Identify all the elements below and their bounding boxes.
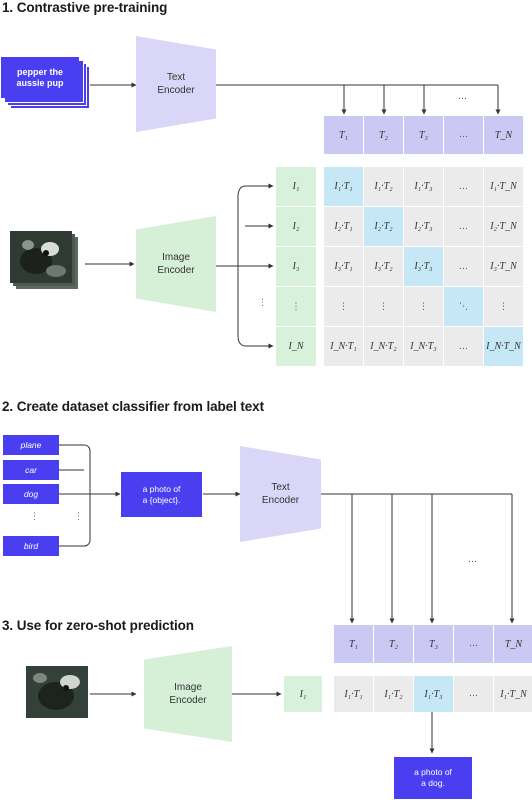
image-token-0: I₁ xyxy=(276,167,316,206)
matrix-cell-1-2: I₂·T₃ xyxy=(404,207,443,246)
text-token-1: T₂ xyxy=(364,116,403,154)
matrix-cell-3-1: ⋮ xyxy=(364,287,403,326)
matrix-cell-0-1: I₁·T₂ xyxy=(364,167,403,206)
zs-text-token-4: T_N xyxy=(494,625,532,663)
text-token-4: T_N xyxy=(484,116,523,154)
matrix-cell-1-3: … xyxy=(444,207,483,246)
matrix-cell-2-1: I₃·T₂ xyxy=(364,247,403,286)
zs-score-2: I₁·T₃ xyxy=(414,676,453,712)
matrix-cell-2-3: … xyxy=(444,247,483,286)
zs-text-token-0: T₁ xyxy=(334,625,373,663)
labels-vdots-1: ⋮ xyxy=(30,512,39,522)
matrix-cell-3-3: ⋱ xyxy=(444,287,483,326)
prompt-template: a photo of a {object}. xyxy=(121,472,202,517)
image-token-i1: I₁ xyxy=(284,676,322,712)
image-token-3: ⋮ xyxy=(276,287,316,326)
section-1-title: 1. Contrastive pre-training xyxy=(2,0,168,15)
matrix-cell-0-2: I₁·T₃ xyxy=(404,167,443,206)
image-token-4: I_N xyxy=(276,327,316,366)
matrix-cell-0-0: I₁·T₁ xyxy=(324,167,363,206)
image-token-1: I₂ xyxy=(276,207,316,246)
vdots-side: ⋮ xyxy=(258,298,267,308)
matrix-cell-4-3: … xyxy=(444,327,483,366)
prediction-caption: a photo of a dog. xyxy=(394,757,472,799)
zs-text-token-1: T₂ xyxy=(374,625,413,663)
ellipsis-section-2: … xyxy=(468,555,477,565)
matrix-cell-4-4: I_N·T_N xyxy=(484,327,523,366)
section-2-title: 2. Create dataset classifier from label … xyxy=(2,399,264,414)
image-token-2: I₃ xyxy=(276,247,316,286)
matrix-cell-1-4: I₂·T_N xyxy=(484,207,523,246)
matrix-cell-0-4: I₁·T_N xyxy=(484,167,523,206)
zs-score-1: I₁·T₂ xyxy=(374,676,413,712)
matrix-cell-3-0: ⋮ xyxy=(324,287,363,326)
text-encoder: Text Encoder xyxy=(136,36,216,132)
matrix-cell-1-0: I₂·T₁ xyxy=(324,207,363,246)
text-token-0: T₁ xyxy=(324,116,363,154)
matrix-cell-1-1: I₂·T₂ xyxy=(364,207,403,246)
matrix-cell-3-2: ⋮ xyxy=(404,287,443,326)
label-bird: bird xyxy=(3,536,59,556)
image-encoder-2: Image Encoder xyxy=(144,646,232,742)
matrix-cell-2-4: I₃·T_N xyxy=(484,247,523,286)
query-image xyxy=(26,666,88,718)
input-caption: pepper the aussie pup xyxy=(1,57,79,98)
text-token-3: … xyxy=(444,116,483,154)
matrix-cell-4-1: I_N·T₂ xyxy=(364,327,403,366)
labels-vdots-2: ⋮ xyxy=(74,512,83,522)
zs-score-4: I₁·T_N xyxy=(494,676,532,712)
matrix-cell-0-3: … xyxy=(444,167,483,206)
zs-score-3: … xyxy=(454,676,493,712)
zs-score-0: I₁·T₁ xyxy=(334,676,373,712)
image-encoder: Image Encoder xyxy=(136,216,216,312)
label-plane: plane xyxy=(3,435,59,455)
label-dog: dog xyxy=(3,484,59,504)
label-car: car xyxy=(3,460,59,480)
text-token-2: T₃ xyxy=(404,116,443,154)
dog-photo xyxy=(10,231,72,283)
matrix-cell-4-0: I_N·T₁ xyxy=(324,327,363,366)
matrix-cell-3-4: ⋮ xyxy=(484,287,523,326)
ellipsis-top: … xyxy=(458,92,467,102)
section-3-title: 3. Use for zero-shot prediction xyxy=(2,618,194,633)
zs-text-token-3: … xyxy=(454,625,493,663)
zs-text-token-2: T₃ xyxy=(414,625,453,663)
matrix-cell-4-2: I_N·T₃ xyxy=(404,327,443,366)
matrix-cell-2-0: I₃·T₁ xyxy=(324,247,363,286)
matrix-cell-2-2: I₃·T₃ xyxy=(404,247,443,286)
text-encoder-2: Text Encoder xyxy=(240,446,321,542)
